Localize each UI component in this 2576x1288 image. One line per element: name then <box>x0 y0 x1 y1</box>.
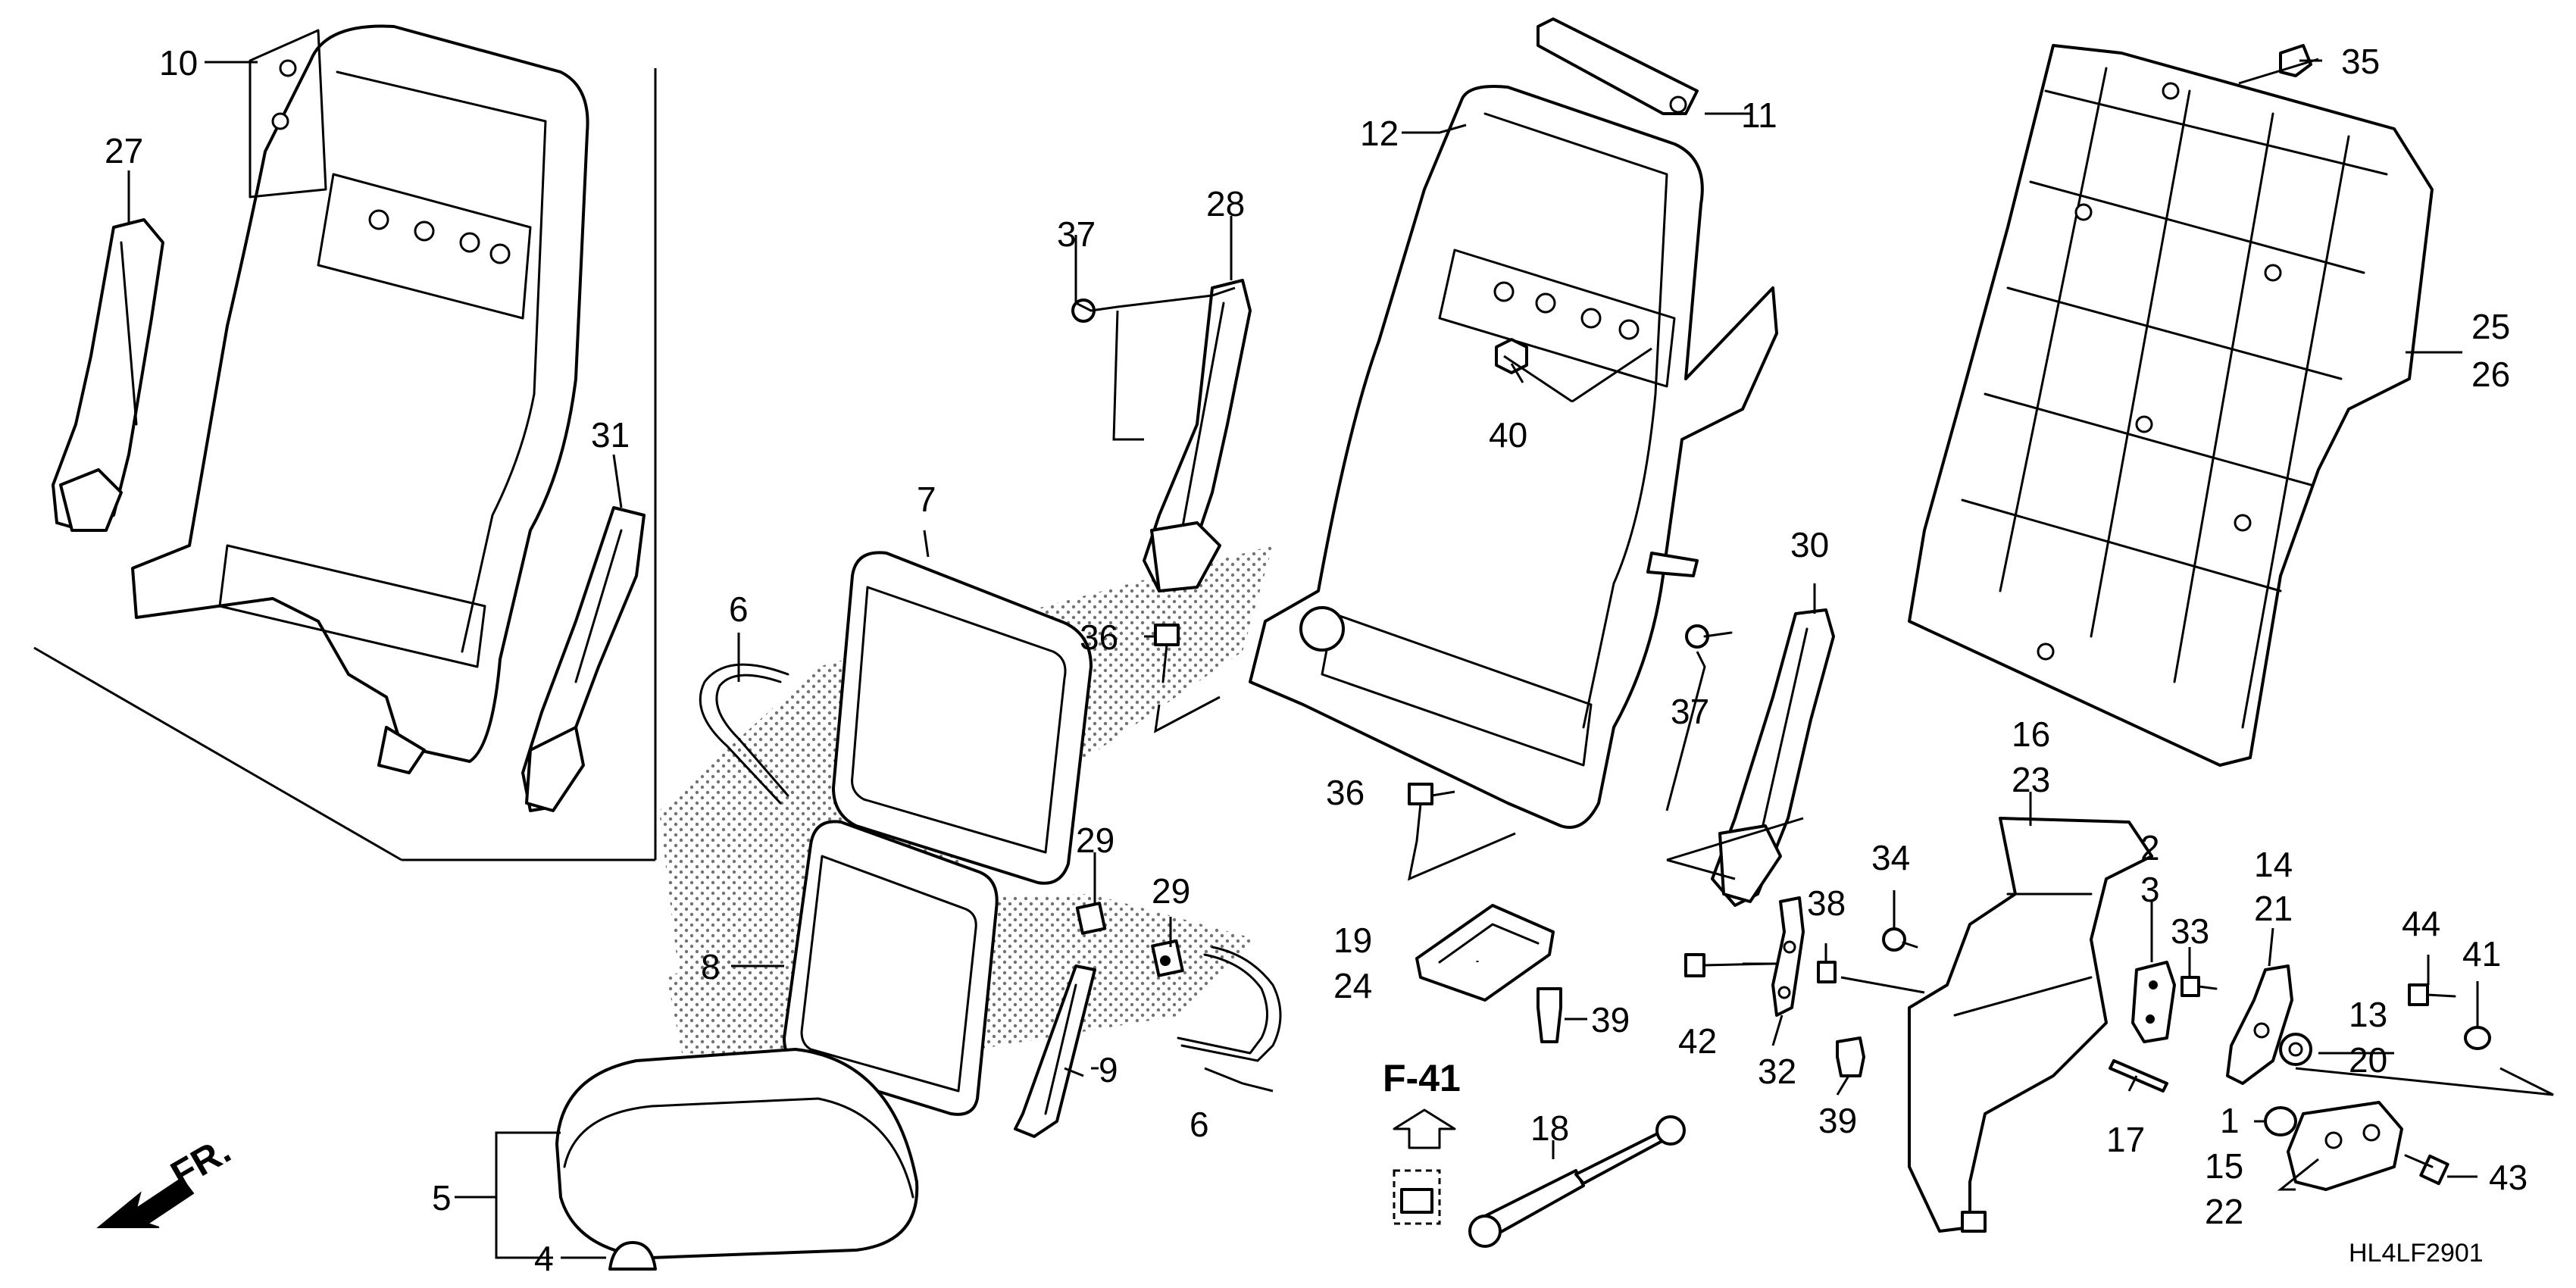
bolt-33 <box>2181 976 2218 997</box>
bracket-19-24 <box>1415 904 1555 1002</box>
bolt-42 <box>1684 953 1774 977</box>
clip-29-left <box>1075 902 1107 935</box>
front-direction-arrow <box>96 1177 195 1228</box>
callout-43: 43 <box>2489 1158 2528 1197</box>
side-trim-31 <box>521 506 646 812</box>
seat-back-pad-7 <box>832 551 1093 885</box>
bolt-44 <box>2408 983 2456 1006</box>
grommet-4 <box>608 1241 657 1271</box>
leader-lines <box>127 58 2554 1259</box>
callout-16: 16 <box>2012 714 2050 754</box>
callout-33: 33 <box>2171 911 2209 951</box>
washer-41 <box>2464 1026 2491 1050</box>
top-bar-11 <box>1537 17 1699 115</box>
bushing-1 <box>2264 1106 2297 1136</box>
callout-27: 27 <box>105 131 143 170</box>
callout-21: 21 <box>2254 889 2293 928</box>
side-trim-28 <box>1143 279 1252 592</box>
screw-34 <box>1882 927 1918 952</box>
callout-13: 13 <box>2349 995 2387 1034</box>
bolt-43 <box>2404 1154 2449 1186</box>
strap-9 <box>1014 964 1096 1138</box>
cam-14-21 <box>2226 964 2293 1085</box>
callout-28: 28 <box>1206 184 1245 224</box>
callout-1: 1 <box>2220 1101 2240 1140</box>
callout-15: 15 <box>2205 1146 2243 1186</box>
callout-31: 31 <box>591 415 630 455</box>
callout-38: 38 <box>1807 883 1846 923</box>
bolt-36-upper <box>1154 624 1180 683</box>
callout-36-lower: 36 <box>1326 773 1365 812</box>
callout-29-left: 29 <box>1076 821 1114 860</box>
callout-37-right: 37 <box>1671 692 1709 731</box>
callout-37-left: 37 <box>1057 214 1096 254</box>
clip-29-right <box>1151 939 1184 977</box>
nut-40 <box>1495 338 1528 374</box>
callout-2: 2 <box>2140 828 2160 868</box>
side-trim-27 <box>52 218 164 532</box>
diagram-code: HL4LF2901 <box>2349 1239 2484 1268</box>
callout-32: 32 <box>1758 1052 1796 1091</box>
callout-5: 5 <box>432 1178 452 1218</box>
callout-3: 3 <box>2140 870 2160 909</box>
callout-42: 42 <box>1678 1021 1717 1061</box>
callout-39-upper: 39 <box>1591 1000 1630 1039</box>
callout-11: 11 <box>1741 95 1777 135</box>
callout-7: 7 <box>917 480 936 519</box>
callout-25: 25 <box>2471 307 2510 346</box>
callout-23: 23 <box>2012 760 2050 799</box>
callout-8: 8 <box>701 947 721 986</box>
clip-39-lower <box>1836 1036 1865 1077</box>
callout-22: 22 <box>2205 1192 2243 1231</box>
gas-strut-18 <box>1468 1115 1686 1248</box>
callout-10: 10 <box>159 43 198 83</box>
seat-back-frame-center <box>1249 85 1778 829</box>
callout-12: 12 <box>1360 114 1399 153</box>
reference-label-f41: F-41 <box>1383 1057 1461 1099</box>
latch-2-3 <box>2131 961 2176 1043</box>
callout-26: 26 <box>2471 355 2510 394</box>
bolt-36-lower <box>1408 783 1433 843</box>
callout-41: 41 <box>2462 934 2501 974</box>
callout-30: 30 <box>1790 525 1829 564</box>
callout-4: 4 <box>534 1239 554 1278</box>
callout-9: 9 <box>1099 1050 1118 1089</box>
bracket-16-23 <box>1908 817 2153 1233</box>
side-trim-30 <box>1711 608 1835 907</box>
callout-35: 35 <box>2341 42 2380 81</box>
wire-clip-6-right <box>1177 946 1282 1062</box>
seat-back-frame-left <box>131 24 589 774</box>
clip-38 <box>1817 961 1837 983</box>
seat-back-panel-25-26 <box>1908 44 2434 767</box>
callout-6-right: 6 <box>1190 1105 1209 1144</box>
callout-39-lower: 39 <box>1818 1101 1857 1140</box>
link-32 <box>1771 896 1805 1017</box>
callout-labels: 10 27 31 6 7 8 5 4 37 28 36 29 29 9 6 11… <box>105 42 2528 1278</box>
callout-19: 19 <box>1333 921 1372 960</box>
callout-29-right: 29 <box>1152 871 1190 911</box>
callout-24: 24 <box>1333 966 1372 1005</box>
bracket-15-22 <box>2287 1101 2403 1191</box>
gear-13-20 <box>2279 1033 2312 1066</box>
reference-arrow-f41 <box>1393 1108 1456 1225</box>
callout-36-upper: 36 <box>1080 617 1118 657</box>
callout-20: 20 <box>2349 1040 2387 1080</box>
callout-14: 14 <box>2254 845 2293 884</box>
callout-44: 44 <box>2402 904 2440 943</box>
screw-37-right <box>1685 624 1733 649</box>
callout-40: 40 <box>1489 415 1527 455</box>
pin-17 <box>2109 1059 2168 1093</box>
wire-clip-6-left <box>699 663 789 805</box>
callout-6-left: 6 <box>729 589 749 629</box>
screw-37-left <box>1071 299 1119 323</box>
inset-frame-lines <box>33 68 657 861</box>
clip-39-upper <box>1537 987 1562 1043</box>
callout-17: 17 <box>2106 1120 2145 1159</box>
callout-18: 18 <box>1530 1108 1569 1148</box>
callout-34: 34 <box>1871 838 1910 877</box>
seat-cushion-5 <box>555 1048 919 1259</box>
